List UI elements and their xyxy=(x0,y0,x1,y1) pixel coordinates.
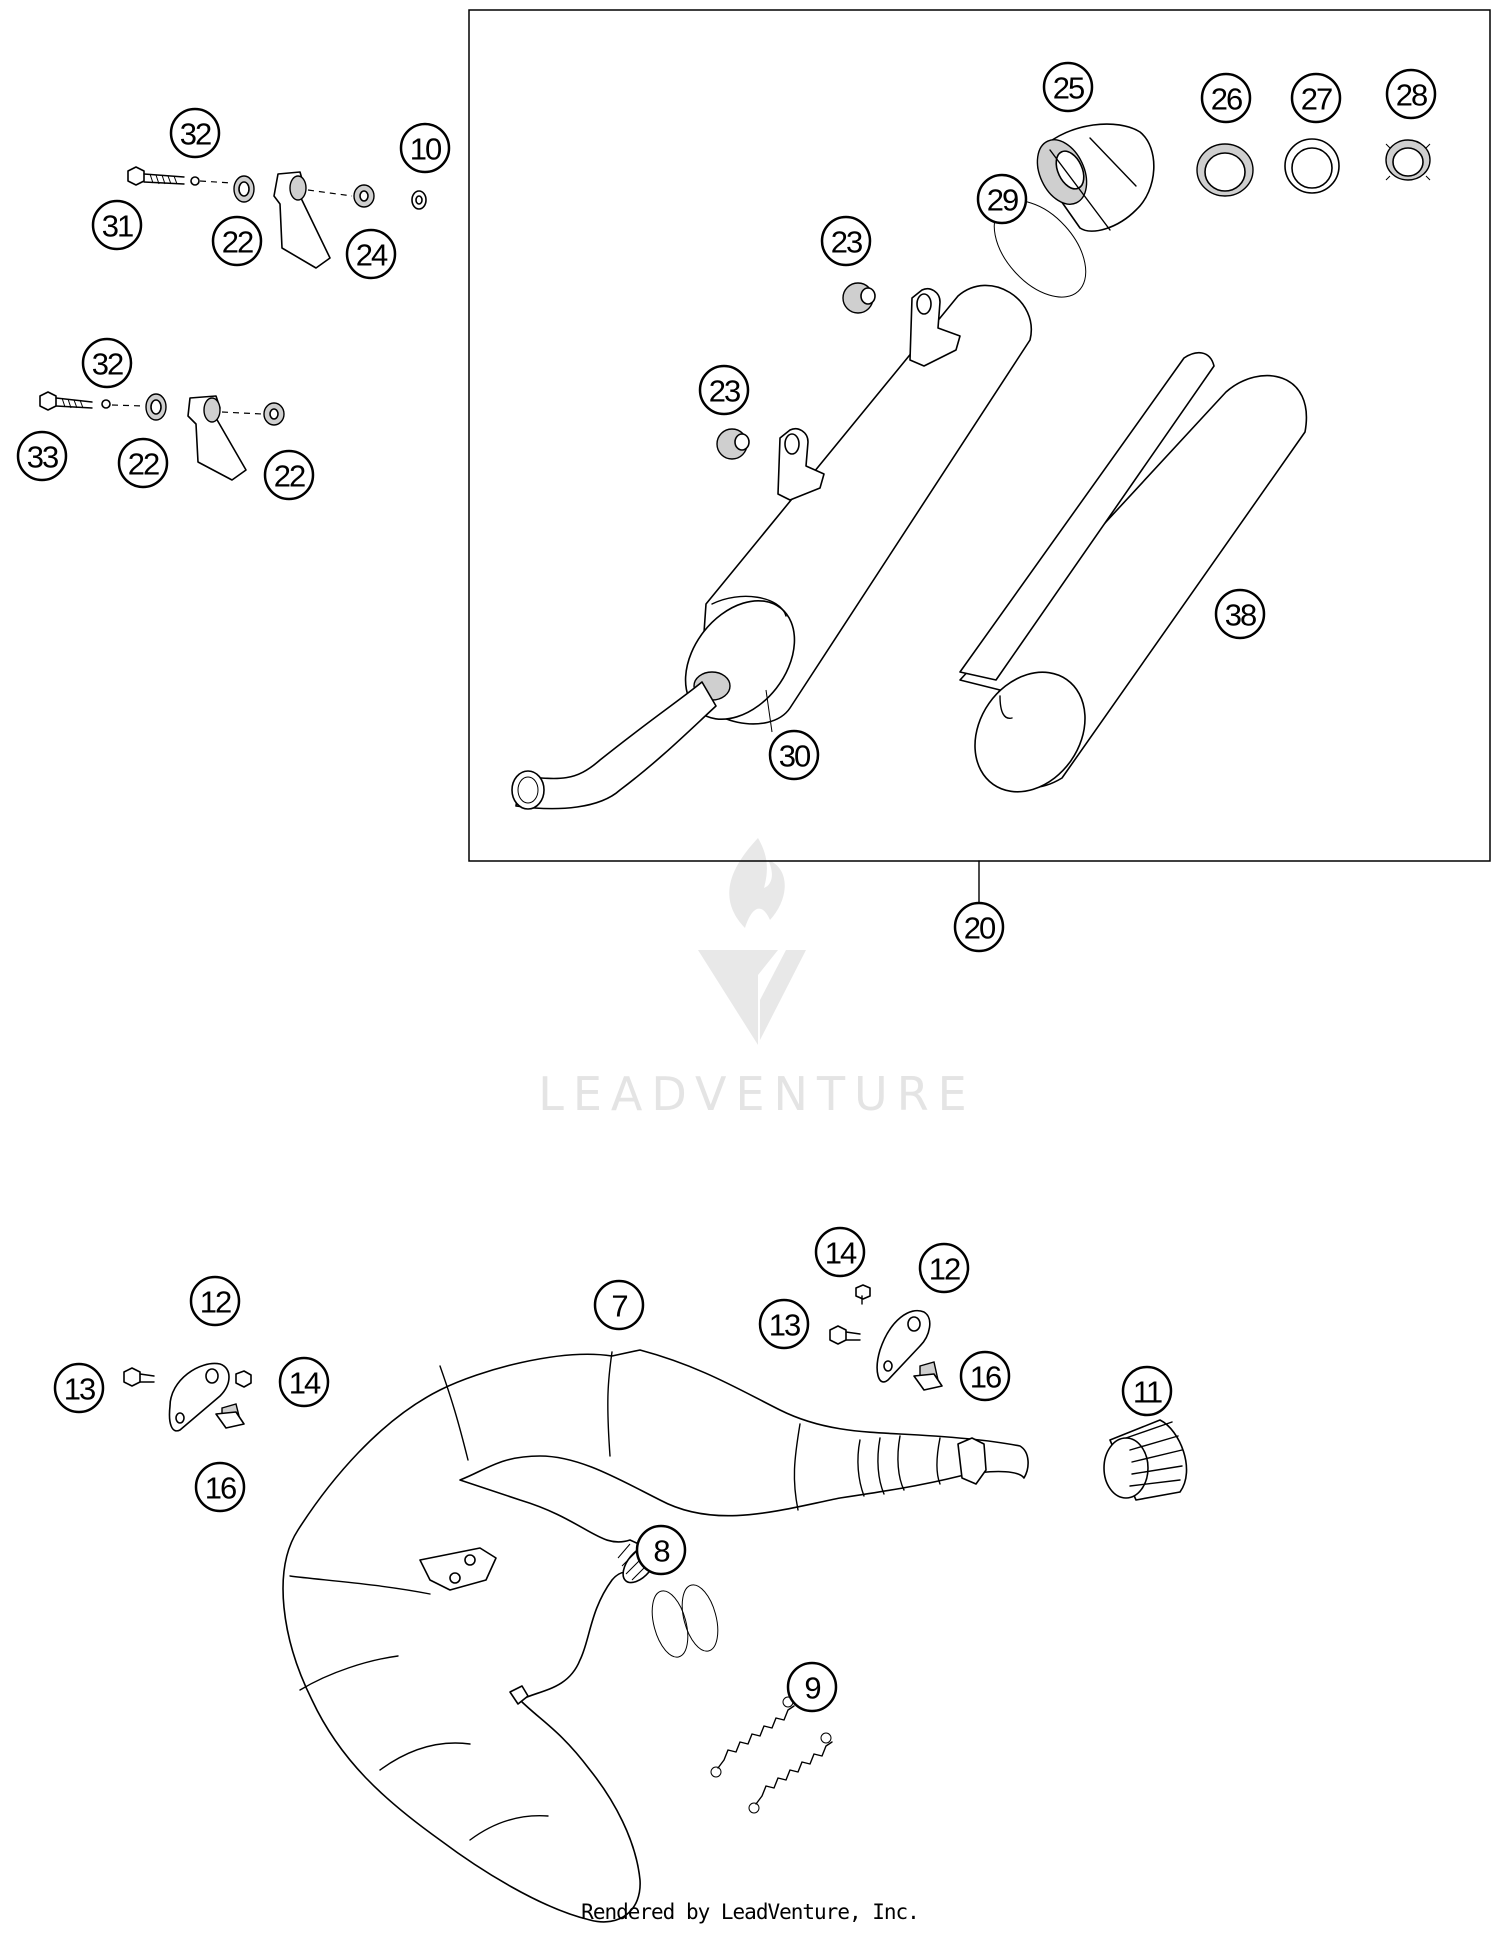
svg-text:13: 13 xyxy=(769,1308,800,1343)
svg-text:23: 23 xyxy=(831,225,862,260)
end-cap-parts xyxy=(993,123,1431,298)
svg-text:16: 16 xyxy=(205,1471,236,1506)
svg-text:38: 38 xyxy=(1225,598,1256,633)
damping-wrap-38 xyxy=(959,351,1308,793)
svg-text:9: 9 xyxy=(804,1671,820,1706)
callout-12[interactable]: 12 xyxy=(189,1275,241,1327)
mount-kit-upper xyxy=(127,166,427,269)
callout-22[interactable]: 22 xyxy=(211,215,263,267)
watermark-text: LEADVENTURE xyxy=(538,1067,976,1121)
grommet-23a xyxy=(842,282,876,314)
svg-text:27: 27 xyxy=(1301,82,1332,117)
callout-9[interactable]: 9 xyxy=(786,1661,838,1713)
springs-9 xyxy=(710,1696,833,1814)
footer-credit: Rendered by LeadVenture, Inc. xyxy=(581,1900,920,1924)
exhaust-seal-11 xyxy=(1103,1419,1188,1501)
svg-text:10: 10 xyxy=(410,132,442,167)
header-bracket-right xyxy=(829,1284,943,1391)
callout-14[interactable]: 14 xyxy=(814,1226,866,1278)
svg-text:32: 32 xyxy=(180,117,211,152)
callout-22[interactable]: 22 xyxy=(117,437,169,489)
callout-28[interactable]: 28 xyxy=(1385,68,1437,120)
callout-14[interactable]: 14 xyxy=(278,1356,330,1408)
muffler-bracket-front xyxy=(777,427,825,501)
svg-text:23: 23 xyxy=(709,374,740,409)
washer-32b xyxy=(101,399,111,409)
svg-text:22: 22 xyxy=(128,447,159,482)
callout-12[interactable]: 12 xyxy=(918,1242,970,1294)
svg-text:12: 12 xyxy=(929,1252,960,1287)
callout-29[interactable]: 29 xyxy=(976,173,1028,225)
svg-text:32: 32 xyxy=(92,347,123,382)
header-rear-bracket xyxy=(957,1437,987,1485)
callout-16[interactable]: 16 xyxy=(959,1350,1011,1402)
bolt-31 xyxy=(127,166,145,186)
callout-16[interactable]: 16 xyxy=(194,1461,246,1513)
callout-10[interactable]: 10 xyxy=(399,122,451,174)
svg-text:16: 16 xyxy=(970,1360,1001,1395)
callout-13[interactable]: 13 xyxy=(53,1362,105,1414)
header-mount-bracket xyxy=(419,1547,497,1591)
header-pipe-7 xyxy=(282,1349,1029,1923)
callout-13[interactable]: 13 xyxy=(758,1298,810,1350)
grommet-23b xyxy=(716,428,750,460)
leadventure-flame-logo xyxy=(698,838,806,1045)
svg-text:26: 26 xyxy=(1211,82,1242,117)
callout-33[interactable]: 33 xyxy=(16,430,68,482)
bolt-13b xyxy=(829,1325,847,1345)
callout-8[interactable]: 8 xyxy=(635,1524,687,1576)
svg-text:7: 7 xyxy=(611,1289,627,1324)
spring-hook xyxy=(509,1685,529,1705)
callout-22[interactable]: 22 xyxy=(263,449,315,501)
callout-24[interactable]: 24 xyxy=(345,228,397,280)
muffler-30 xyxy=(511,282,1033,810)
svg-text:14: 14 xyxy=(289,1366,321,1401)
svg-text:25: 25 xyxy=(1053,71,1084,106)
svg-text:22: 22 xyxy=(274,459,305,494)
watermark: LEADVENTURE xyxy=(538,838,976,1121)
svg-text:33: 33 xyxy=(27,440,58,475)
callout-20[interactable]: 20 xyxy=(953,901,1005,953)
leader-30 xyxy=(765,689,773,733)
bolt-13a xyxy=(123,1367,141,1387)
svg-text:22: 22 xyxy=(222,225,253,260)
svg-text:20: 20 xyxy=(964,911,996,946)
callout-30[interactable]: 30 xyxy=(768,729,820,781)
bolt-14a xyxy=(235,1370,252,1388)
callout-25[interactable]: 25 xyxy=(1042,61,1094,113)
svg-text:29: 29 xyxy=(987,183,1018,218)
svg-text:12: 12 xyxy=(200,1285,231,1320)
bolt-14b xyxy=(855,1284,871,1300)
callout-32[interactable]: 32 xyxy=(169,107,221,159)
callout-26[interactable]: 26 xyxy=(1200,72,1252,124)
svg-text:30: 30 xyxy=(779,739,811,774)
header-bracket-left xyxy=(123,1362,252,1432)
callout-38[interactable]: 38 xyxy=(1214,588,1266,640)
callout-27[interactable]: 27 xyxy=(1290,72,1342,124)
callout-7[interactable]: 7 xyxy=(593,1279,645,1331)
callout-23[interactable]: 23 xyxy=(698,364,750,416)
svg-text:28: 28 xyxy=(1396,78,1427,113)
washer-32a xyxy=(190,176,200,186)
svg-text:13: 13 xyxy=(64,1372,95,1407)
svg-text:24: 24 xyxy=(356,238,388,273)
mount-kit-lower xyxy=(39,391,285,481)
svg-text:14: 14 xyxy=(825,1236,857,1271)
svg-text:31: 31 xyxy=(102,209,133,244)
svg-text:11: 11 xyxy=(1133,1375,1162,1410)
bolt-33 xyxy=(39,391,57,411)
svg-text:8: 8 xyxy=(653,1534,669,1569)
callout-31[interactable]: 31 xyxy=(91,199,143,251)
callout-23[interactable]: 23 xyxy=(820,215,872,267)
callout-11[interactable]: 11 xyxy=(1121,1365,1173,1417)
o-rings-8 xyxy=(651,1584,719,1658)
callout-32[interactable]: 32 xyxy=(81,337,133,389)
